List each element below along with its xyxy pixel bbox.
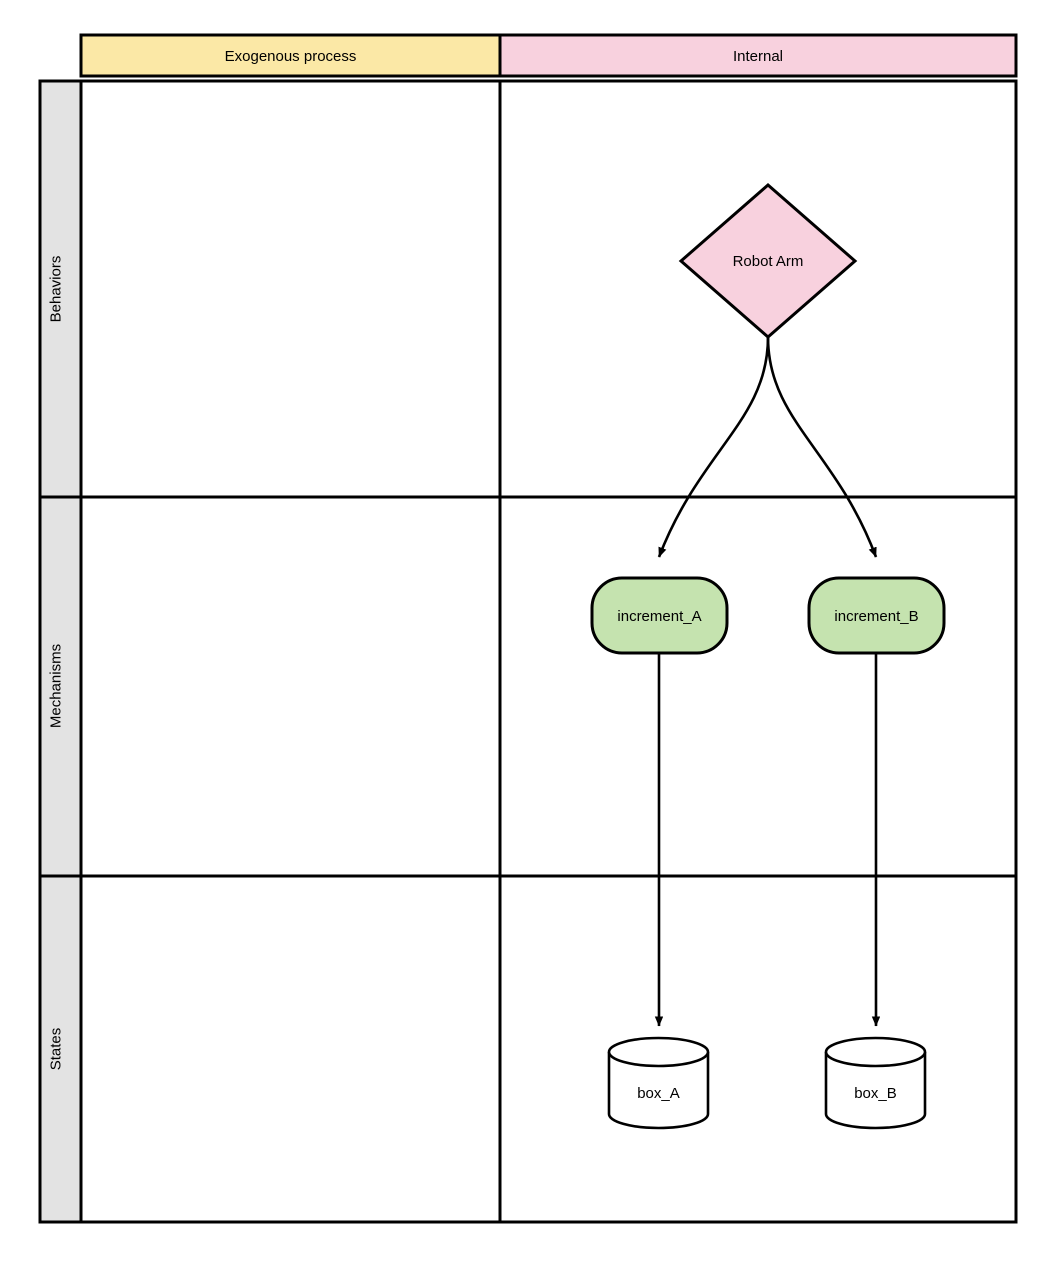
node-robot-arm[interactable]: Robot Arm bbox=[678, 183, 858, 339]
row-header-behaviors-label: Behaviors bbox=[48, 256, 65, 323]
edge-layer bbox=[654, 336, 881, 1027]
row-header-mechanisms[interactable]: Mechanisms bbox=[38, 495, 83, 878]
node-box-a[interactable]: box_A bbox=[607, 1036, 710, 1130]
column-header-exogenous[interactable]: Exogenous process bbox=[79, 33, 502, 78]
column-header-exogenous-fill bbox=[79, 33, 502, 78]
row-header-states-label: States bbox=[48, 1028, 65, 1071]
node-box-a-label: box_A bbox=[637, 1085, 680, 1102]
node-robot-arm-label: Robot Arm bbox=[733, 253, 804, 270]
node-box-b[interactable]: box_B bbox=[824, 1036, 927, 1130]
node-increment-b[interactable]: increment_B bbox=[807, 576, 946, 655]
node-box-b-body bbox=[824, 1052, 927, 1130]
column-header-internal-fill bbox=[498, 33, 1018, 78]
row-header-behaviors[interactable]: Behaviors bbox=[38, 79, 83, 499]
row-header-states[interactable]: States bbox=[38, 874, 83, 1224]
column-header-internal-label: Internal bbox=[733, 48, 783, 65]
column-header-exogenous-label: Exogenous process bbox=[225, 48, 357, 65]
node-increment-b-shape bbox=[807, 576, 946, 655]
column-header-internal[interactable]: Internal bbox=[498, 33, 1018, 78]
node-box-a-body bbox=[607, 1052, 710, 1130]
node-increment-a-shape bbox=[590, 576, 729, 655]
edge-robot-arm-to-increment-b bbox=[766, 336, 878, 558]
node-increment-b-label: increment_B bbox=[834, 608, 918, 625]
row-header-behaviors-fill bbox=[38, 79, 83, 499]
node-box-b-top bbox=[824, 1036, 927, 1068]
node-box-a-top bbox=[607, 1036, 710, 1068]
node-box-b-label: box_B bbox=[854, 1085, 897, 1102]
node-robot-arm-shape bbox=[678, 183, 858, 339]
edge-robot-arm-to-increment-a bbox=[657, 336, 770, 558]
node-increment-a-label: increment_A bbox=[617, 608, 701, 625]
row-header-mechanisms-label: Mechanisms bbox=[48, 644, 65, 728]
grid-outer-border bbox=[79, 79, 1018, 1224]
node-increment-a[interactable]: increment_A bbox=[590, 576, 729, 655]
